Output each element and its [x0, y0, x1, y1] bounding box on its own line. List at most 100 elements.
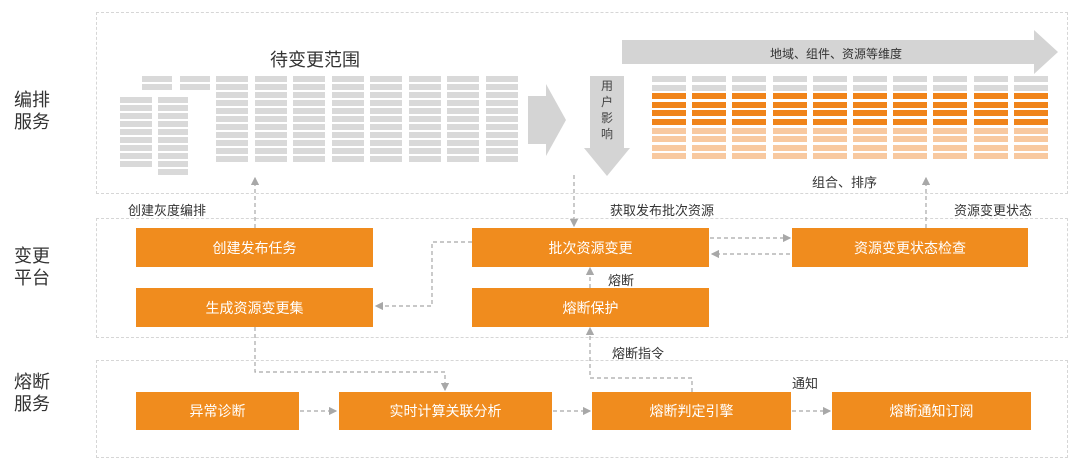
batch-cell — [732, 93, 767, 100]
scope-cell — [485, 140, 518, 146]
user-impact-char-3: 影 — [600, 111, 613, 125]
batch-cell — [973, 144, 1008, 151]
batch-cell — [1013, 136, 1048, 143]
scope-cell — [485, 100, 518, 106]
generate-change-set-box[interactable]: 生成资源变更集 — [136, 288, 373, 327]
batch-cell — [692, 84, 727, 91]
batch-cell — [772, 93, 807, 100]
platform-label-line1: 变更 — [14, 246, 50, 267]
scope-cell — [447, 124, 479, 130]
anomaly-diagnosis-box[interactable]: 异常诊断 — [136, 392, 299, 430]
scope-cell — [216, 132, 248, 138]
batch-cell — [893, 101, 928, 108]
scope-cell — [216, 124, 248, 130]
batch-cell — [812, 144, 847, 151]
scope-cell — [485, 108, 518, 114]
batch-cell — [772, 153, 807, 160]
decision-engine-box[interactable]: 熔断判定引擎 — [592, 392, 791, 430]
user-impact-char-2: 户 — [600, 95, 613, 109]
scope-cell — [447, 132, 479, 138]
batch-cell — [812, 127, 847, 134]
circuit-protection-box[interactable]: 熔断保护 — [472, 288, 709, 327]
scope-cell — [142, 76, 172, 82]
scope-cell — [216, 148, 248, 154]
scope-cell — [447, 84, 479, 90]
scope-cell — [254, 108, 287, 114]
batch-cell — [1013, 93, 1048, 100]
scope-cell — [370, 92, 402, 98]
scope-cell — [216, 156, 248, 162]
scope-cell — [447, 156, 479, 162]
batch-cell — [853, 76, 887, 82]
batch-cell — [933, 76, 968, 82]
circuit-service-label-line1: 熔断 — [14, 372, 50, 393]
batch-cell — [933, 110, 968, 117]
scope-cell — [331, 124, 364, 130]
scope-cell — [254, 92, 287, 98]
batch-cell — [973, 136, 1008, 143]
batch-cell — [933, 153, 968, 160]
scope-cell — [293, 116, 325, 122]
scope-cell — [293, 76, 325, 82]
scope-cell — [370, 124, 402, 130]
scope-cell — [120, 129, 152, 135]
get-batch-resources-label: 获取发布批次资源 — [610, 204, 715, 219]
scope-cell — [331, 92, 364, 98]
scope-cell — [158, 97, 188, 103]
batch-cell — [853, 93, 887, 100]
combine-sort-label: 组合、排序 — [812, 176, 878, 191]
scope-cell — [158, 145, 188, 151]
batch-cell — [772, 110, 807, 117]
scope-cell — [293, 140, 325, 146]
dimension-arrow-label: 地域、组件、资源等维度 — [770, 47, 903, 61]
scope-cell — [485, 116, 518, 122]
batch-cell — [692, 101, 727, 108]
scope-cell — [370, 132, 402, 138]
batch-cell — [933, 101, 968, 108]
notify-subscription-box[interactable]: 熔断通知订阅 — [832, 392, 1031, 430]
circuit-break-label: 熔断 — [608, 274, 635, 289]
scope-cell — [254, 156, 287, 162]
scope-cell — [158, 169, 188, 175]
scope-cell — [370, 116, 402, 122]
scope-cell — [158, 161, 188, 167]
batch-cell — [652, 110, 686, 117]
orchestration-label-line2: 服务 — [14, 112, 50, 133]
batch-resource-change-box[interactable]: 批次资源变更 — [472, 228, 709, 267]
create-release-task-box[interactable]: 创建发布任务 — [136, 228, 373, 267]
batch-cell — [732, 119, 767, 125]
scope-cell — [447, 108, 479, 114]
scope-cell — [408, 92, 441, 98]
batch-cell — [812, 110, 847, 117]
batch-cell — [853, 153, 887, 160]
batch-cell — [812, 84, 847, 91]
scope-cell — [254, 124, 287, 130]
scope-cell — [408, 132, 441, 138]
status-check-box[interactable]: 资源变更状态检查 — [792, 228, 1028, 267]
batch-cell — [973, 127, 1008, 134]
scope-cell — [158, 105, 188, 111]
create-gray-orchestration-label: 创建灰度编排 — [128, 204, 207, 219]
realtime-analysis-box[interactable]: 实时计算关联分析 — [339, 392, 552, 430]
batch-cell — [652, 76, 686, 82]
scope-cell — [447, 140, 479, 146]
scope-cell — [331, 108, 364, 114]
scope-cell — [216, 76, 248, 82]
scope-cell — [370, 84, 402, 90]
batch-cell — [652, 101, 686, 108]
batch-cell — [732, 127, 767, 134]
platform-label-line2: 平台 — [14, 268, 50, 289]
scope-cell — [158, 153, 188, 159]
scope-cell — [485, 124, 518, 130]
batch-cell — [692, 76, 727, 82]
scope-cell — [370, 108, 402, 114]
batch-cell — [933, 93, 968, 100]
scope-cell — [408, 100, 441, 106]
scope-cell — [331, 116, 364, 122]
batch-cell — [652, 84, 686, 91]
scope-cell — [254, 132, 287, 138]
batch-cell — [973, 93, 1008, 100]
scope-cell — [216, 100, 248, 106]
batch-cell — [732, 153, 767, 160]
